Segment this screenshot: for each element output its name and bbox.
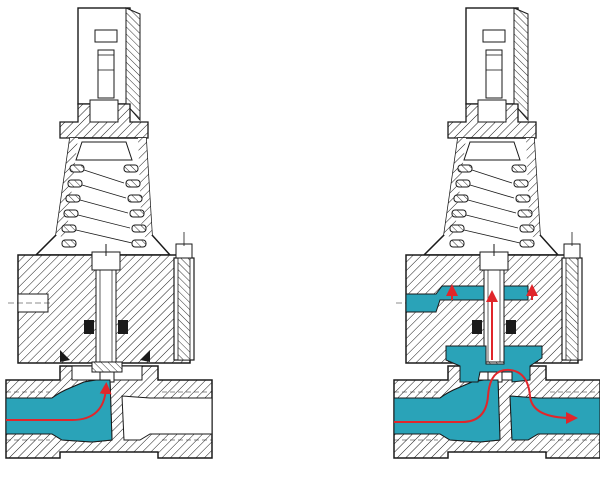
valve-open-panel: [393, 7, 600, 459]
flow-arrow-main: [394, 368, 578, 424]
sense-fluid: [405, 285, 485, 313]
inlet-fluid: [5, 379, 113, 443]
valve-closed-panel: [5, 7, 213, 459]
sense-fluid-right: [503, 285, 529, 301]
outlet-fluid: [509, 395, 600, 441]
inlet-fluid: [393, 379, 501, 443]
flow-arrow: [6, 382, 112, 421]
